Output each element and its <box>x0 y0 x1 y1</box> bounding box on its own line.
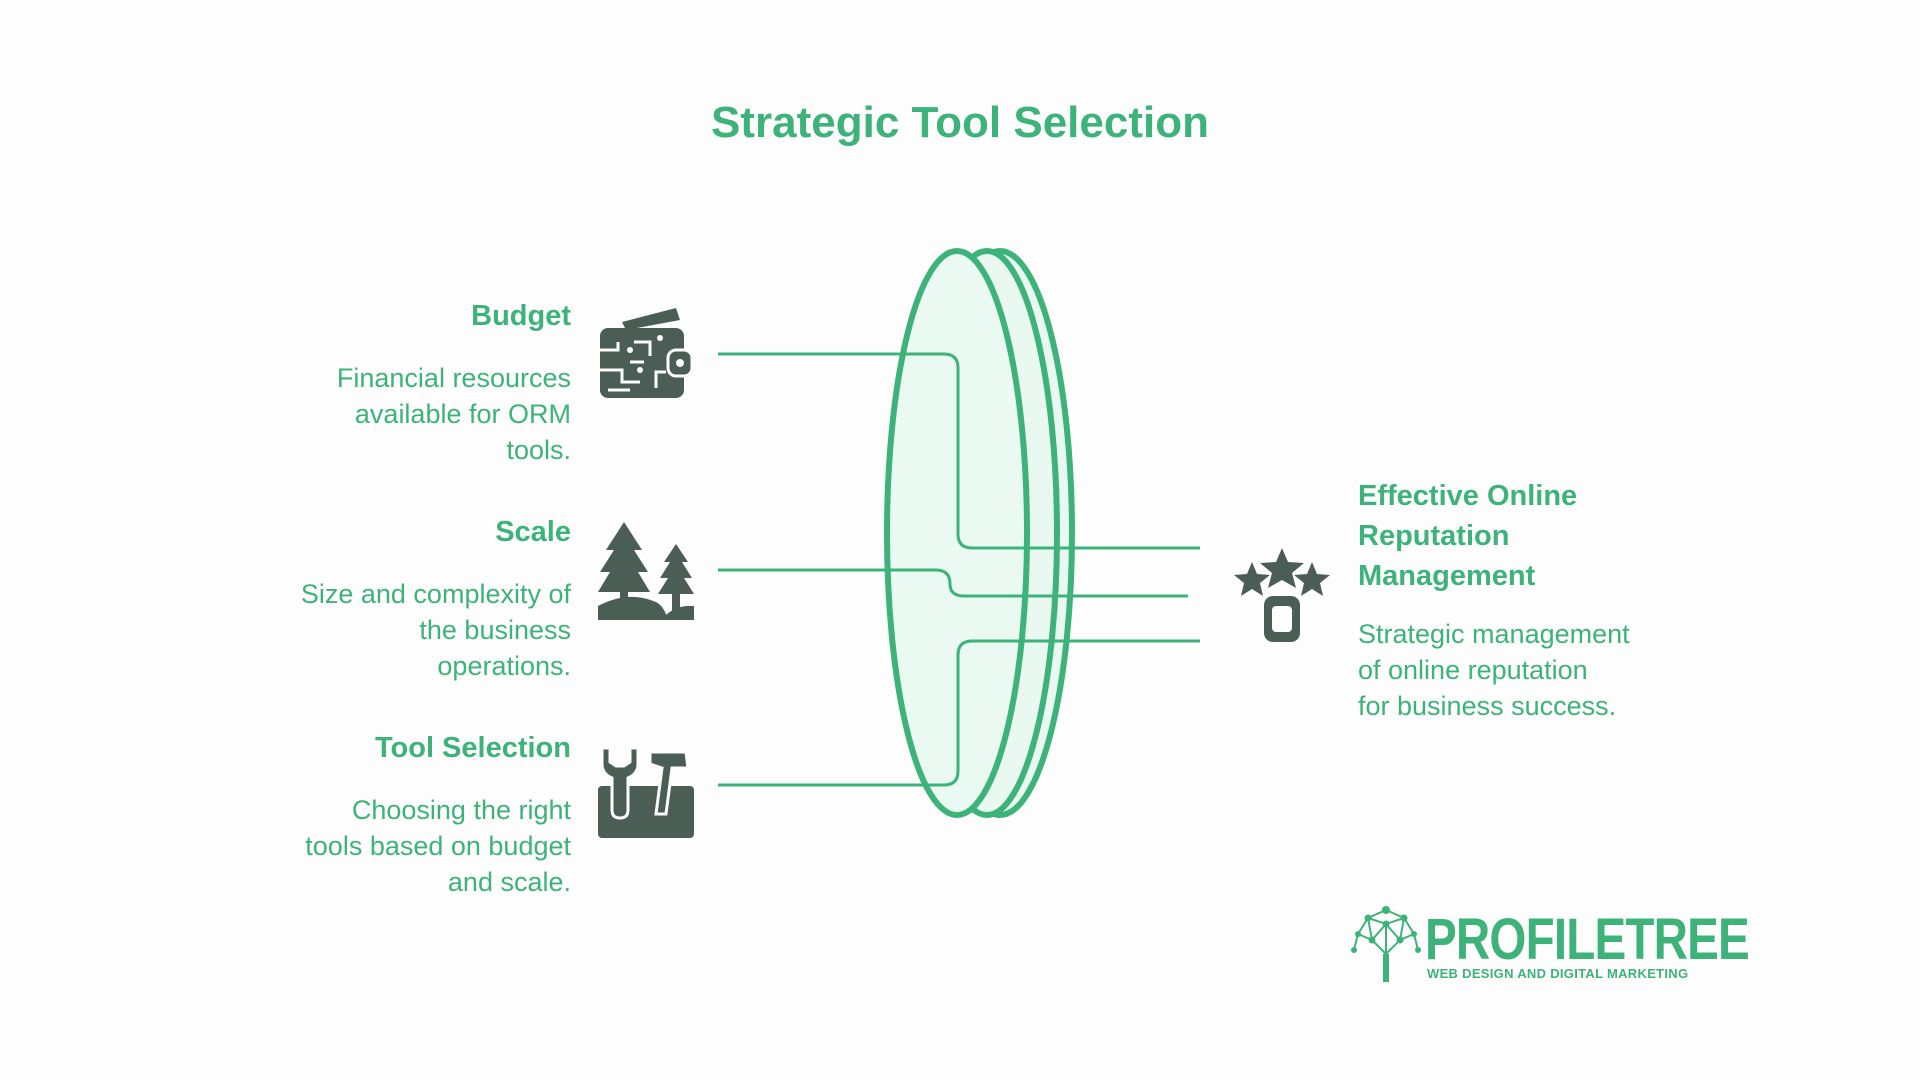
lens <box>884 248 1075 818</box>
outcome-description-line: Strategic management <box>1358 619 1630 649</box>
tree-network-icon <box>1351 906 1421 982</box>
outcome-title-line: Reputation <box>1358 520 1510 552</box>
wallet-icon <box>600 308 694 398</box>
logo-wordmark: PROFILETREE <box>1425 906 1750 973</box>
item-scale-title: Scale <box>495 516 571 548</box>
outcome-title: Effective Online Reputation Management <box>1358 476 1577 596</box>
outcome-description-line: of online reputation <box>1358 655 1588 685</box>
star-rating-phone-icon <box>1234 548 1330 642</box>
page-title: Strategic Tool Selection <box>711 98 1209 147</box>
item-budget-description-line: tools. <box>506 435 571 465</box>
connector-budget <box>718 352 1200 550</box>
connector-tool-selection <box>718 639 1200 787</box>
item-scale-description-line: operations. <box>437 651 571 681</box>
item-budget-description: Financial resources available for ORM to… <box>337 360 571 468</box>
item-budget-title: Budget <box>471 300 571 332</box>
item-tool-selection-description: Choosing the right tools based on budget… <box>305 792 571 900</box>
outcome-description-line: for business success. <box>1358 691 1617 721</box>
logo-tagline: WEB DESIGN AND DIGITAL MARKETING <box>1427 966 1689 981</box>
item-tool-selection-description-line: tools based on budget <box>305 831 571 861</box>
outcome-title-line: Effective Online <box>1358 480 1578 512</box>
landscape-trees-icon <box>598 522 694 620</box>
item-tool-selection-description-line: Choosing the right <box>351 795 571 825</box>
item-scale-description-line: the business <box>419 615 571 645</box>
item-scale-description-line: Size and complexity of <box>300 579 571 609</box>
logo-wordmark-rest: TREE <box>1625 907 1749 972</box>
outcome-title-line: Management <box>1358 560 1536 592</box>
tools-icon <box>598 746 694 838</box>
item-tool-selection-title: Tool Selection <box>374 732 571 764</box>
item-scale-description: Size and complexity of the business oper… <box>301 576 571 684</box>
connector-scale <box>718 568 1188 598</box>
item-tool-selection-description-line: and scale. <box>447 867 571 897</box>
item-budget-description-line: Financial resources <box>336 363 571 393</box>
profiletree-logo: PROFILETREE WEB DESIGN AND DIGITAL MARKE… <box>1350 900 1750 990</box>
outcome-description: Strategic management of online reputatio… <box>1358 616 1630 724</box>
item-budget-description-line: available for ORM <box>354 399 571 429</box>
logo-wordmark-bold: PROFILE <box>1425 907 1626 972</box>
connectors <box>718 352 1200 787</box>
